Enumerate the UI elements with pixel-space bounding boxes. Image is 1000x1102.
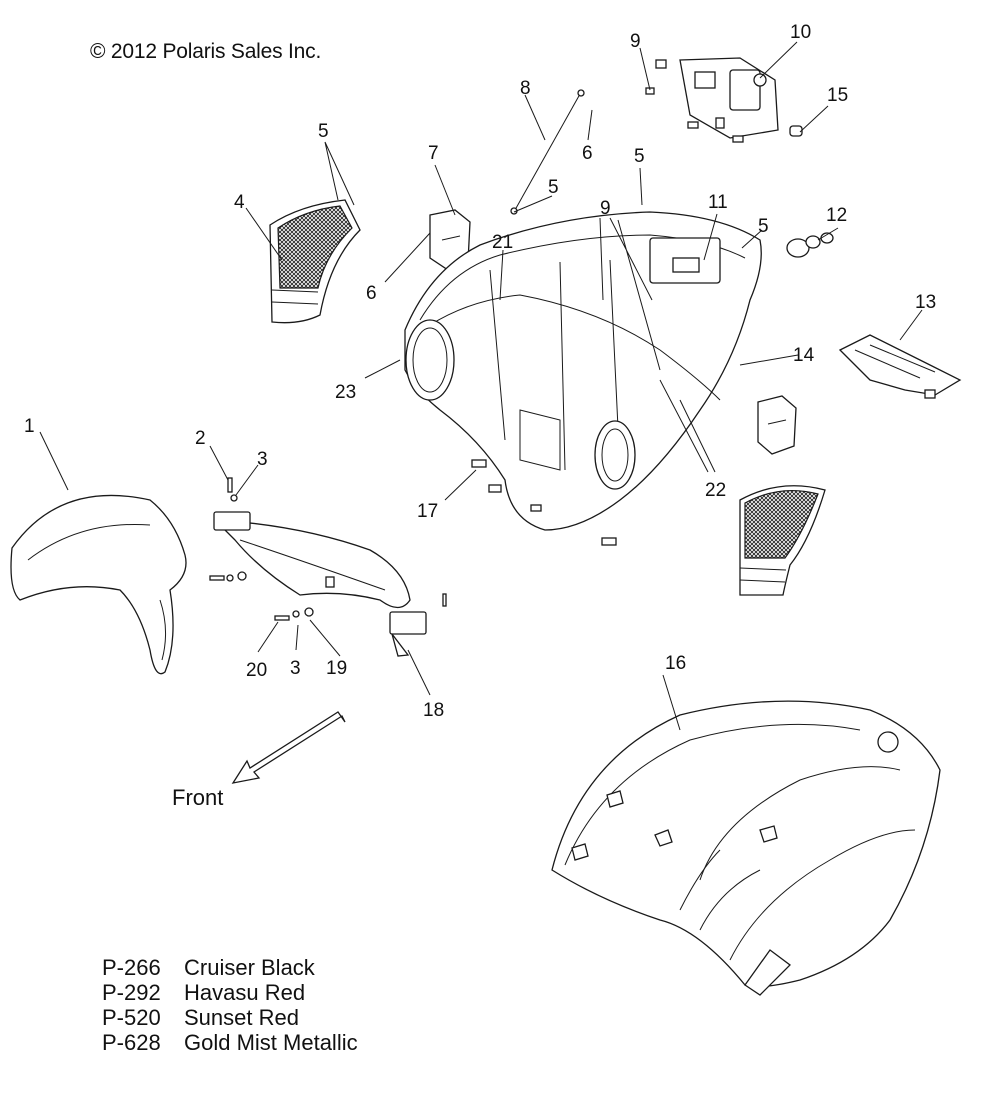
color-code-row: P-520 Sunset Red (102, 1005, 358, 1030)
callout-5-left: 5 (318, 121, 329, 142)
color-code-row: P-628 Gold Mist Metallic (102, 1030, 358, 1055)
callout-23: 23 (335, 382, 356, 403)
part-16-outer-fairing (551, 700, 941, 996)
callout-10: 10 (790, 22, 811, 43)
part-1-fairing-cap (10, 494, 187, 675)
color-name: Sunset Red (184, 1005, 299, 1030)
callout-9-center: 9 (600, 198, 611, 219)
part-14-inner-fairing (404, 211, 762, 531)
color-code: P-292 (102, 980, 161, 1005)
hardware-screws-washers (209, 477, 447, 621)
callout-19: 19 (326, 658, 347, 679)
callout-7: 7 (428, 143, 439, 164)
callout-13: 13 (915, 292, 936, 313)
color-code: P-266 (102, 955, 161, 980)
callout-4: 4 (234, 192, 245, 213)
color-name: Cruiser Black (184, 955, 315, 980)
callout-5-center: 5 (548, 177, 559, 198)
callout-6-top: 6 (582, 143, 593, 164)
leader-lines (39, 41, 923, 731)
color-code-list: P-266 Cruiser Black P-292 Havasu Red P-520… (102, 955, 358, 1055)
callout-6-left: 6 (366, 283, 377, 304)
callout-15: 15 (827, 85, 848, 106)
callout-20: 20 (246, 660, 267, 681)
part-12-grommets (786, 232, 834, 258)
callout-2: 2 (195, 428, 206, 449)
callout-9-top: 9 (630, 31, 641, 52)
callout-17: 17 (417, 501, 438, 522)
part-23-speaker-pod (405, 319, 455, 401)
callout-11: 11 (708, 192, 728, 213)
callout-12: 12 (826, 205, 847, 226)
callout-3-bottom: 3 (290, 658, 301, 679)
callout-16: 16 (665, 653, 686, 674)
color-code: P-520 (102, 1005, 161, 1030)
color-name: Havasu Red (184, 980, 306, 1005)
callout-labels: 1 2 3 3 4 5 5 5 5 6 6 7 8 9 9 10 11 12 1… (24, 22, 936, 721)
part-18-inner-trim (213, 511, 427, 657)
callout-18: 18 (423, 700, 444, 721)
part-7-mount-bracket (429, 209, 797, 455)
part-23-speaker-pod-right (594, 420, 636, 490)
part-10-switch-bracket (645, 57, 803, 143)
callout-22: 22 (705, 480, 726, 501)
callout-5-right: 5 (758, 216, 769, 237)
part-4-speaker-grille-right (739, 485, 826, 596)
color-name: Gold Mist Metallic (184, 1030, 358, 1055)
callout-5-top: 5 (634, 146, 645, 167)
color-code-row: P-292 Havasu Red (102, 980, 358, 1005)
callout-14: 14 (793, 345, 815, 366)
color-code: P-628 (102, 1030, 161, 1055)
front-label: Front (172, 785, 224, 810)
callout-3-top: 3 (257, 449, 268, 470)
callout-1: 1 (24, 416, 35, 437)
copyright-notice: © 2012 Polaris Sales Inc. (90, 40, 322, 63)
callout-8: 8 (520, 78, 531, 99)
part-8-cable (510, 89, 585, 215)
part-13-heat-shield (838, 334, 962, 399)
part-17-clips (471, 459, 617, 546)
callout-21: 21 (492, 232, 513, 253)
color-code-row: P-266 Cruiser Black (102, 955, 358, 980)
part-4-speaker-grille-left (269, 199, 361, 324)
front-direction-arrow (231, 711, 346, 784)
